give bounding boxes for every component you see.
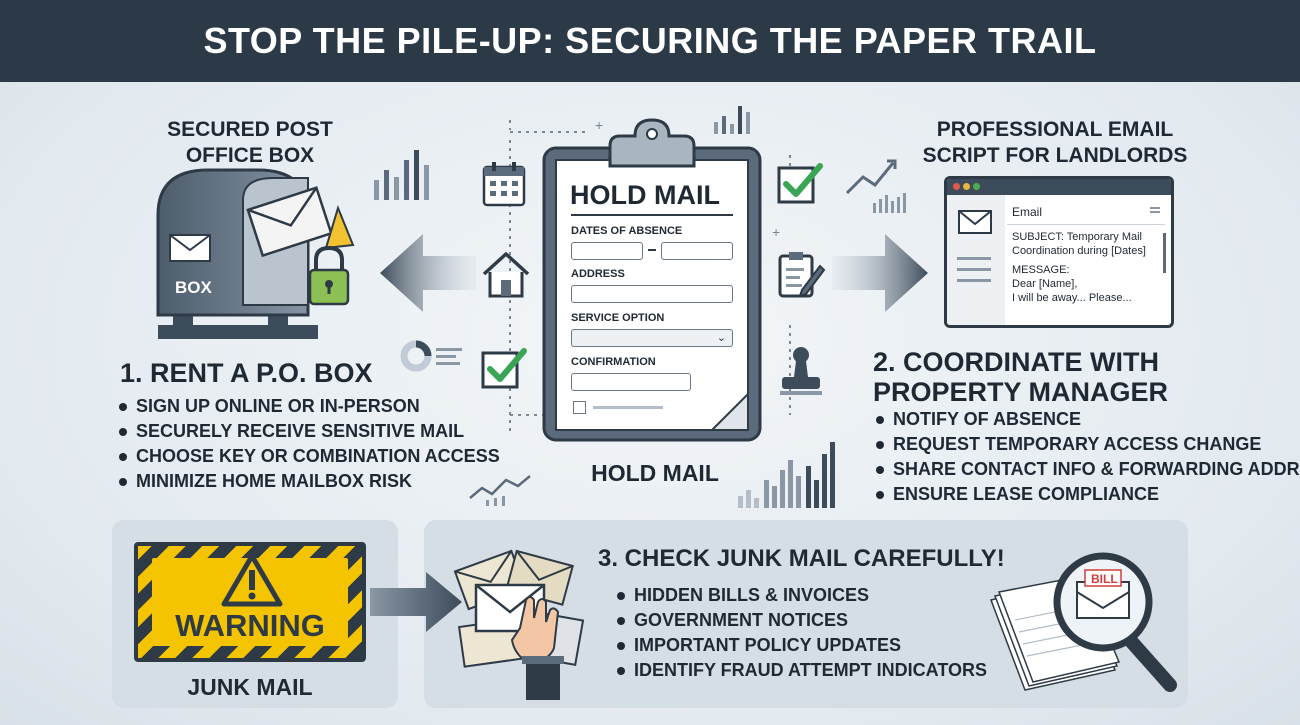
checkmark-box-icon [777, 163, 823, 204]
bill-label: BILL [1091, 572, 1118, 586]
address-field[interactable] [571, 285, 733, 303]
maximize-dot [973, 183, 980, 190]
title-banner: STOP THE PILE-UP: SECURING THE PAPER TRA… [0, 0, 1300, 82]
email-divider [1007, 224, 1165, 225]
magnifier-bill-icon: BILL [989, 552, 1177, 692]
step2-bullet: REQUEST TEMPORARY ACCESS CHANGE [873, 432, 1300, 457]
step1-bullet: MINIMIZE HOME MAILBOX RISK [116, 469, 500, 494]
box-label: BOX [175, 278, 213, 297]
step1-bullet: CHOOSE KEY OR COMBINATION ACCESS [116, 444, 500, 469]
po-box-caption: SECURED POST OFFICE BOX [167, 118, 333, 167]
envelope-icon [958, 210, 992, 234]
envelope-pile-icon [453, 549, 585, 700]
po-mailbox-icon: BOX [156, 168, 355, 339]
date-dash [648, 249, 656, 251]
bar-chart-icon [714, 106, 750, 134]
email-window-title: Email [1012, 205, 1043, 219]
svg-text:+: + [772, 224, 780, 240]
email-message: MESSAGE: Dear [Name], I will be away... … [1012, 264, 1132, 304]
svg-text:+: + [595, 117, 603, 133]
close-dot [953, 183, 960, 190]
step3-title: 3. CHECK JUNK MAIL CAREFULLY! [598, 545, 1005, 572]
confirmation-label: CONFIRMATION [571, 356, 656, 368]
warning-triangle-icon [221, 553, 283, 607]
calendar-icon [482, 162, 526, 207]
bar-chart-icon [374, 150, 429, 200]
donut-chart-icon [400, 340, 462, 372]
sidebar-list-icon [957, 257, 991, 282]
warning-sign: WARNING [134, 542, 366, 662]
dates-label: DATES OF ABSENCE [571, 225, 683, 237]
arrow-right-icon [370, 572, 462, 632]
confirm-checkbox[interactable] [573, 401, 586, 414]
minimize-dot [963, 183, 970, 190]
service-option-select[interactable]: ⌄ [571, 329, 733, 347]
email-window: Email SUBJECT: Temporary Mail Coordinati… [944, 176, 1174, 328]
house-icon [482, 252, 530, 298]
confirmation-field[interactable] [571, 373, 691, 391]
hold-mail-caption: HOLD MAIL [591, 460, 719, 486]
step2-bullet: NOTIFY OF ABSENCE [873, 407, 1300, 432]
step2-bullet: SHARE CONTACT INFO & FORWARDING ADDRESS [873, 457, 1300, 482]
form-title-rule [571, 214, 733, 216]
checkbox-line [593, 406, 663, 409]
email-caption: PROFESSIONAL EMAIL SCRIPT FOR LANDLORDS [922, 118, 1188, 167]
step2-bullet: ENSURE LEASE COMPLIANCE [873, 482, 1300, 507]
menu-icon[interactable] [1150, 207, 1160, 209]
email-titlebar [947, 179, 1171, 195]
arrow-right-icon [832, 234, 928, 312]
email-subject: SUBJECT: Temporary Mail Coordination dur… [1012, 231, 1146, 257]
arrow-left-icon [380, 234, 476, 312]
junk-mail-caption: JUNK MAIL [187, 674, 313, 700]
checkmark-box-icon [481, 348, 527, 389]
notepad-pencil-icon [778, 252, 826, 298]
step1-bullet: SIGN UP ONLINE OR IN-PERSON [116, 394, 500, 419]
end-date-field[interactable] [661, 242, 733, 260]
step3-bullet: HIDDEN BILLS & INVOICES [614, 583, 987, 608]
email-sidebar [947, 195, 1005, 325]
warning-text: WARNING [175, 608, 325, 643]
step3-bullets: HIDDEN BILLS & INVOICES GOVERNMENT NOTIC… [614, 583, 987, 683]
hold-mail-form-title: HOLD MAIL [570, 180, 720, 210]
service-option-label: SERVICE OPTION [571, 312, 665, 324]
step3-bullet: IMPORTANT POLICY UPDATES [614, 633, 987, 658]
clipboard-icon [542, 118, 762, 442]
step1-bullets: SIGN UP ONLINE OR IN-PERSON SECURELY REC… [116, 394, 500, 494]
trend-line-icon [469, 475, 531, 506]
trend-line-icon [845, 159, 906, 213]
address-label: ADDRESS [571, 268, 625, 280]
bar-chart-icon [738, 442, 835, 508]
scrollbar[interactable] [1163, 233, 1166, 273]
step2-title: 2. COORDINATE WITH PROPERTY MANAGER [873, 347, 1169, 407]
chevron-down-icon: ⌄ [716, 332, 726, 344]
step3-bullet: IDENTIFY FRAUD ATTEMPT INDICATORS [614, 658, 987, 683]
start-date-field[interactable] [571, 242, 643, 260]
step1-bullet: SECURELY RECEIVE SENSITIVE MAIL [116, 419, 500, 444]
step1-title: 1. RENT A P.O. BOX [120, 358, 373, 388]
stamp-icon [780, 347, 822, 395]
step2-bullets: NOTIFY OF ABSENCE REQUEST TEMPORARY ACCE… [873, 407, 1300, 507]
step3-bullet: GOVERNMENT NOTICES [614, 608, 987, 633]
page-title: STOP THE PILE-UP: SECURING THE PAPER TRA… [203, 20, 1097, 61]
